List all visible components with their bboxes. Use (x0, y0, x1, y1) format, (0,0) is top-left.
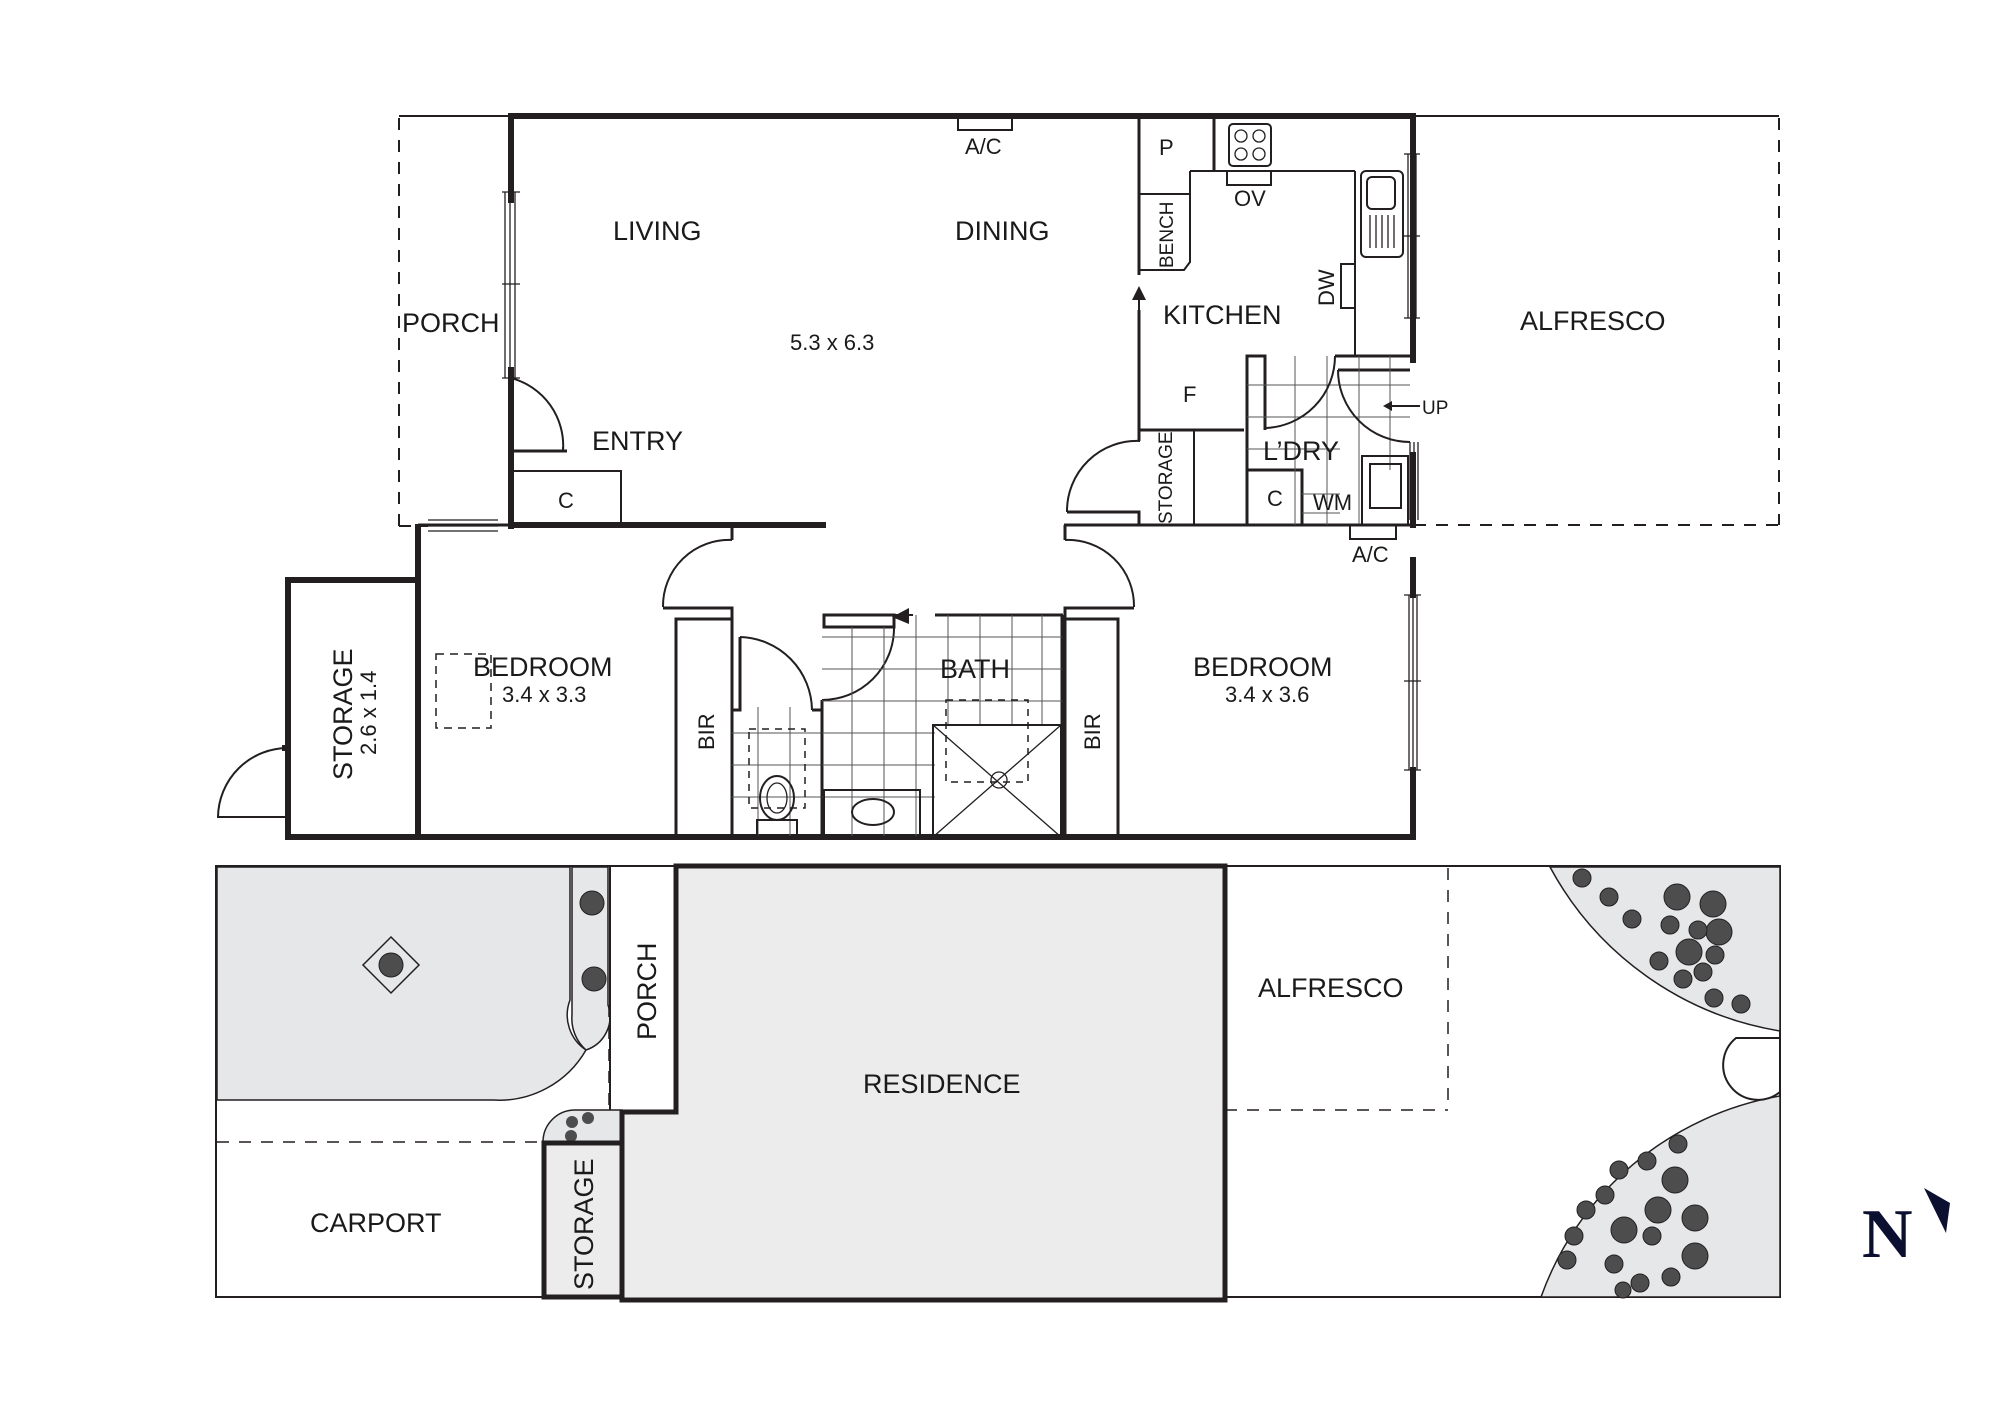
bathroom (820, 608, 1064, 838)
shrub-icon (581, 966, 607, 992)
external-storage (216, 577, 421, 840)
north-indicator: N (1862, 1188, 1950, 1273)
label-bir2: BIR (1080, 713, 1105, 750)
label-fridge: F (1183, 382, 1196, 407)
label-bedroom1: BEDROOM (473, 652, 613, 682)
label-storage-ext: STORAGE (328, 648, 358, 780)
entry-door (510, 377, 565, 452)
exterior-walls (285, 113, 1416, 840)
laundry (1245, 354, 1420, 540)
label-living-size: 5.3 x 6.3 (790, 330, 874, 355)
label-bedroom2-size: 3.4 x 3.6 (1225, 682, 1309, 707)
label-bench: BENCH (1157, 201, 1178, 268)
label-ac-bedroom: A/C (1352, 542, 1389, 567)
label-dining: DINING (955, 216, 1050, 246)
kitchen (1132, 116, 1420, 525)
ac-unit-top (957, 115, 1013, 131)
site-storage (541, 1140, 625, 1300)
site-label-porch: PORCH (632, 942, 662, 1040)
site-plan: PORCH RESIDENCE ALFRESCO CARPORT STORAGE (215, 863, 1781, 1303)
label-pantry: P (1159, 135, 1174, 160)
label-dishwasher: DW (1314, 269, 1339, 306)
toilet-room (730, 636, 824, 838)
label-porch: PORCH (402, 308, 500, 338)
label-laundry: L’DRY (1263, 436, 1339, 466)
rear-gate (1722, 1037, 1781, 1101)
north-arrow-icon (1924, 1188, 1950, 1233)
label-bir1: BIR (694, 713, 719, 750)
rear-garden-south (1539, 1095, 1781, 1298)
shrub-icon (565, 1130, 577, 1142)
site-label-storage: STORAGE (569, 1158, 599, 1290)
tree-cluster-north (1572, 868, 1751, 1014)
site-label-alfresco: ALFRESCO (1258, 973, 1404, 1003)
label-entry-cupboard: C (558, 488, 574, 513)
hallway-walls (418, 439, 1414, 620)
tree-cluster-south (1557, 1134, 1709, 1299)
label-ac-top: A/C (965, 134, 1002, 159)
label-living: LIVING (613, 216, 702, 246)
label-up: UP (1422, 398, 1448, 419)
floor-plan-labels: LIVING DINING 5.3 x 6.3 PORCH ENTRY C A/… (328, 134, 1666, 780)
bir2 (1063, 617, 1120, 837)
label-bedroom1-size: 3.4 x 3.3 (502, 682, 586, 707)
porch-window (502, 191, 520, 379)
front-garden (216, 866, 588, 1101)
shrub-icon (566, 1116, 578, 1128)
label-entry: ENTRY (592, 426, 683, 456)
floor-plan: LIVING DINING 5.3 x 6.3 PORCH ENTRY C A/… (216, 113, 1780, 840)
site-label-carport: CARPORT (310, 1208, 442, 1238)
north-label: N (1862, 1196, 1913, 1273)
bedroom2-window (1404, 594, 1421, 771)
site-label-residence: RESIDENCE (863, 1069, 1021, 1099)
shrub-icon (579, 890, 605, 916)
label-oven: OV (1234, 186, 1266, 211)
label-hall-storage: STORAGE (1156, 431, 1177, 524)
alfresco-outline (1414, 115, 1780, 526)
site-residence (619, 863, 1228, 1303)
label-alfresco: ALFRESCO (1520, 306, 1666, 336)
label-washing-machine: WM (1313, 490, 1352, 515)
label-laundry-cupboard: C (1267, 486, 1283, 511)
label-bedroom2: BEDROOM (1193, 652, 1333, 682)
label-bath: BATH (940, 654, 1010, 684)
label-storage-ext-size: 2.6 x 1.4 (356, 671, 381, 755)
shrub-icon (582, 1112, 594, 1124)
label-kitchen: KITCHEN (1163, 300, 1282, 330)
feature-tree-icon (361, 935, 421, 995)
